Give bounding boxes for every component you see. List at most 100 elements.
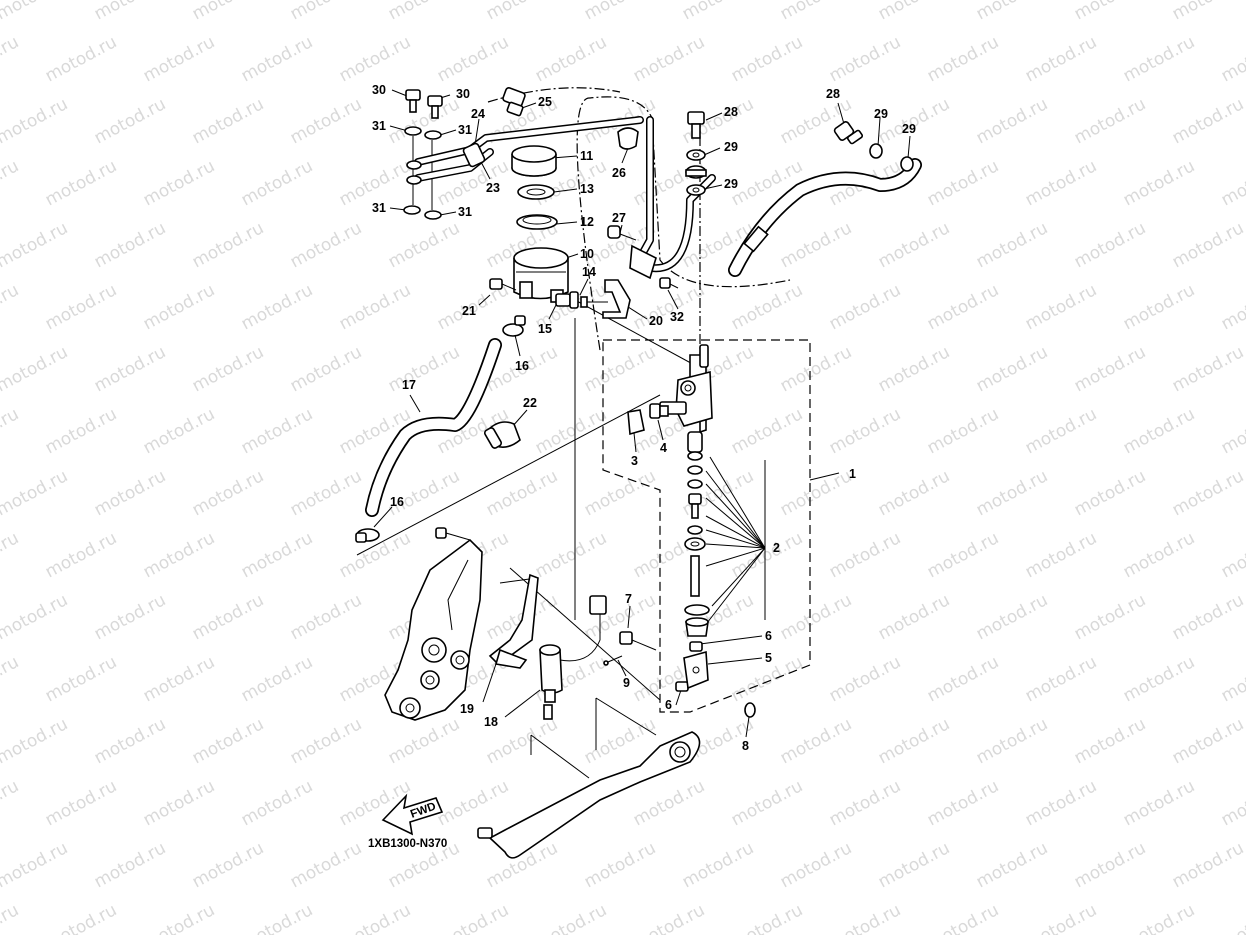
watermark-text: motod.ru xyxy=(140,652,218,706)
watermark-text: motod.ru xyxy=(1120,652,1198,706)
watermark-text: motod.ru xyxy=(91,94,169,148)
callout-32: 32 xyxy=(670,310,684,324)
watermark-text: motod.ru xyxy=(1120,528,1198,582)
repair-kit-2 xyxy=(684,431,710,637)
watermark-text: motod.ru xyxy=(1169,466,1246,520)
watermark-text: motod.ru xyxy=(336,32,414,86)
watermark-text: motod.ru xyxy=(385,466,463,520)
watermark-text: motod.ru xyxy=(385,714,463,768)
watermark-text: motod.ru xyxy=(0,466,71,520)
brake-light-switch-18 xyxy=(539,595,607,720)
watermark-text: motod.ru xyxy=(1071,466,1149,520)
watermark-text: motod.ru xyxy=(0,900,22,935)
watermark-text: motod.ru xyxy=(875,0,953,24)
watermark-text: motod.ru xyxy=(1071,218,1149,272)
watermark-text: motod.ru xyxy=(1218,156,1246,210)
watermark-text: motod.ru xyxy=(1022,652,1100,706)
watermark-text: motod.ru xyxy=(728,280,806,334)
callout-10: 10 xyxy=(580,247,594,261)
watermark-text: motod.ru xyxy=(581,466,659,520)
watermark-text: motod.ru xyxy=(826,32,904,86)
watermark-text: motod.ru xyxy=(140,280,218,334)
watermark-text: motod.ru xyxy=(42,32,120,86)
callout-20: 20 xyxy=(649,314,663,328)
watermark-text: motod.ru xyxy=(1022,404,1100,458)
watermark-text: motod.ru xyxy=(434,900,512,935)
watermark-text: motod.ru xyxy=(0,156,22,210)
watermark-text: motod.ru xyxy=(140,776,218,830)
watermark-text: motod.ru xyxy=(0,0,71,24)
watermark-text: motod.ru xyxy=(1022,528,1100,582)
callout-30-left: 30 xyxy=(372,83,386,97)
watermark-text: motod.ru xyxy=(238,776,316,830)
watermark-text: motod.ru xyxy=(42,528,120,582)
watermark-text: motod.ru xyxy=(679,0,757,24)
watermark-text: motod.ru xyxy=(581,0,659,24)
pipe-bracket xyxy=(629,244,657,280)
watermark-text: motod.ru xyxy=(1218,280,1246,334)
watermark-text: motod.ru xyxy=(1071,94,1149,148)
watermark-text: motod.ru xyxy=(1071,838,1149,892)
watermark-text: motod.ru xyxy=(826,776,904,830)
hose-upper-right xyxy=(728,158,922,277)
watermark-text: motod.ru xyxy=(728,404,806,458)
callout-16-upper: 16 xyxy=(515,359,529,373)
callout-29-a: 29 xyxy=(724,140,738,154)
union-bolt-28-top xyxy=(687,111,705,139)
watermark-text: motod.ru xyxy=(826,652,904,706)
hose-17 xyxy=(365,338,502,517)
watermark-text: motod.ru xyxy=(826,280,904,334)
watermark-text: motod.ru xyxy=(0,776,22,830)
watermark-text: motod.ru xyxy=(973,838,1051,892)
watermark-text: motod.ru xyxy=(728,900,806,935)
watermark-text: motod.ru xyxy=(0,32,22,86)
watermark-text: motod.ru xyxy=(826,404,904,458)
watermark-text: motod.ru xyxy=(1022,900,1100,935)
watermark-text: motod.ru xyxy=(238,280,316,334)
watermark-text: motod.ru xyxy=(238,32,316,86)
reservoir-cap-11 xyxy=(511,145,557,177)
watermark-text: motod.ru xyxy=(287,0,365,24)
watermark-text: motod.ru xyxy=(1071,590,1149,644)
bolt-14 xyxy=(580,296,608,308)
watermark-text: motod.ru xyxy=(532,528,610,582)
watermark-text: motod.ru xyxy=(336,900,414,935)
watermark-text: motod.ru xyxy=(91,466,169,520)
callout-6-lower: 6 xyxy=(665,698,672,712)
watermark-text: motod.ru xyxy=(238,528,316,582)
watermark-text: motod.ru xyxy=(189,466,267,520)
watermark-text: motod.ru xyxy=(1169,94,1246,148)
watermark-text: motod.ru xyxy=(924,776,1002,830)
hose-clamp-16-lower xyxy=(355,528,380,543)
callout-2: 2 xyxy=(773,541,780,555)
washer-29-d xyxy=(900,156,914,172)
watermark-text: motod.ru xyxy=(385,342,463,396)
watermark-text: motod.ru xyxy=(42,776,120,830)
watermark-text: motod.ru xyxy=(140,404,218,458)
watermark-text: motod.ru xyxy=(0,280,22,334)
watermark-text: motod.ru xyxy=(0,714,71,768)
master-cylinder-1 xyxy=(659,344,713,434)
watermark-text: motod.ru xyxy=(1120,900,1198,935)
watermark-text: motod.ru xyxy=(91,590,169,644)
watermark-text: motod.ru xyxy=(91,714,169,768)
watermark-text: motod.ru xyxy=(1071,342,1149,396)
watermark-text: motod.ru xyxy=(630,32,708,86)
watermark-text: motod.ru xyxy=(875,218,953,272)
watermark-text: motod.ru xyxy=(973,0,1051,24)
watermark-text: motod.ru xyxy=(630,156,708,210)
hose-clamp-16-upper xyxy=(502,315,526,337)
callout-5: 5 xyxy=(765,651,772,665)
watermark-text: motod.ru xyxy=(434,32,512,86)
watermark-text: motod.ru xyxy=(287,342,365,396)
watermark-text: motod.ru xyxy=(140,900,218,935)
watermark-text: motod.ru xyxy=(630,900,708,935)
watermark-text: motod.ru xyxy=(1218,900,1246,935)
watermark-text: motod.ru xyxy=(924,900,1002,935)
watermark-text: motod.ru xyxy=(1218,528,1246,582)
watermark-text: motod.ru xyxy=(875,714,953,768)
watermark-text: motod.ru xyxy=(630,776,708,830)
watermark-text: motod.ru xyxy=(483,0,561,24)
plate-12 xyxy=(516,214,558,230)
callout-31-c: 31 xyxy=(372,201,386,215)
